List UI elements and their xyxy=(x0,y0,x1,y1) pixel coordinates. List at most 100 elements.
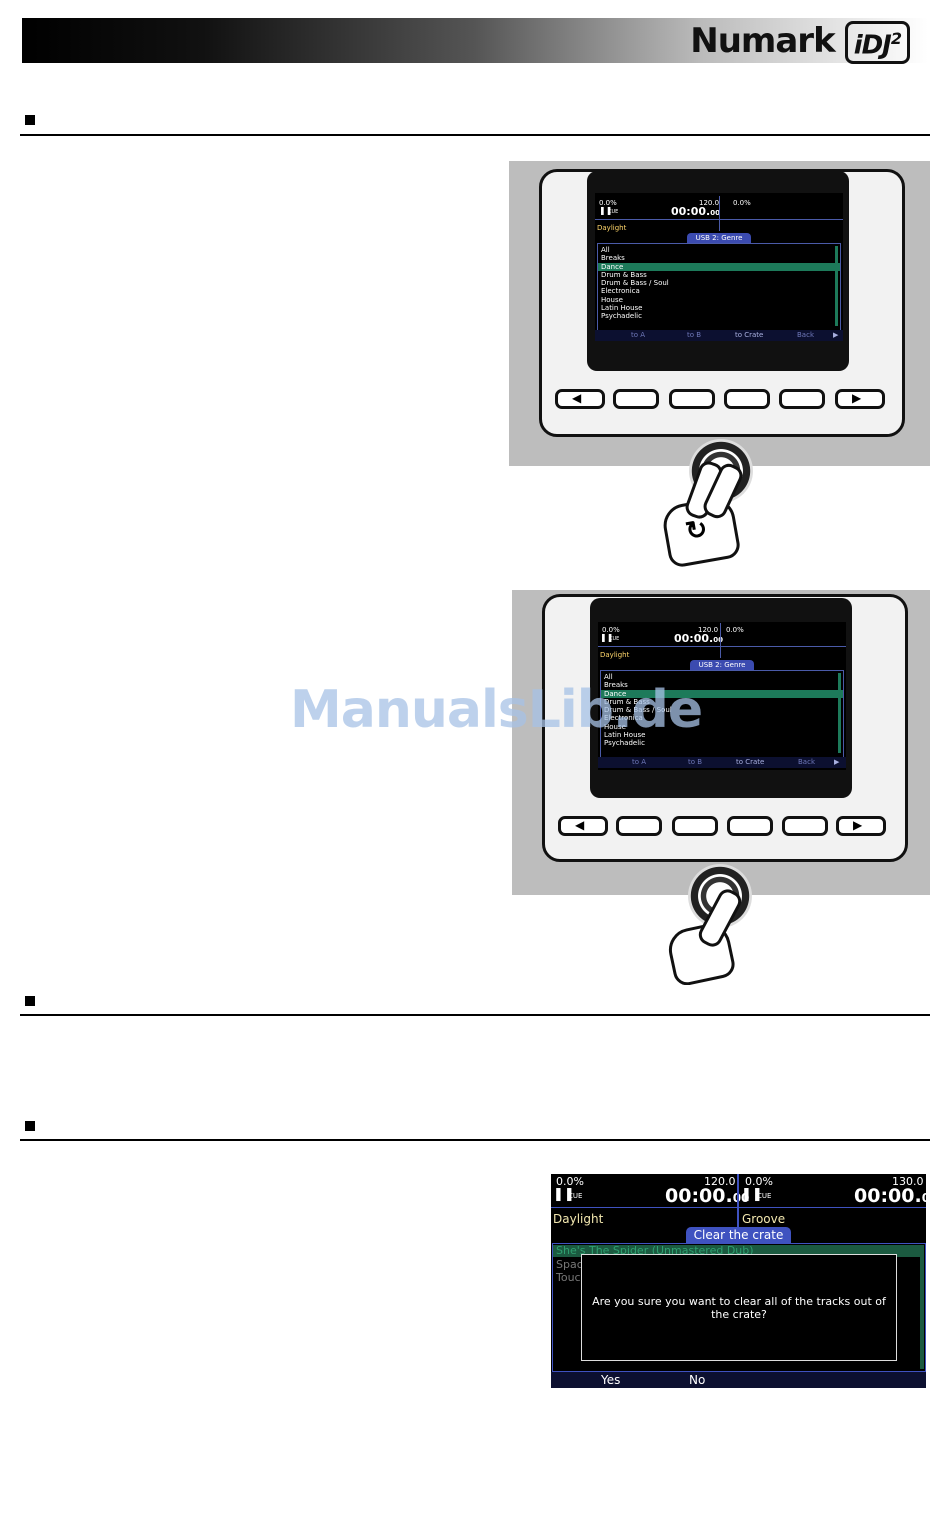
tab-usb-genre[interactable]: USB 2: Genre xyxy=(690,660,754,670)
softkey-to-crate[interactable]: to Crate xyxy=(735,331,764,339)
pause-icon-right: ❚❚ xyxy=(741,1187,763,1202)
genre-list[interactable]: All Breaks Dance Drum & Bass Drum & Bass… xyxy=(597,243,841,331)
bpm-right: 130.0 xyxy=(892,1175,924,1188)
soft-button-3[interactable] xyxy=(724,389,770,409)
model-name: iDJ xyxy=(853,30,892,61)
list-item[interactable]: Breaks xyxy=(604,681,628,690)
list-item[interactable]: All xyxy=(601,246,610,254)
list-item[interactable]: House xyxy=(601,295,623,304)
softkey-to-b[interactable]: to B xyxy=(687,331,702,339)
cue-label-right: CUE xyxy=(757,1192,772,1200)
softkey-bar: to A to B to Crate Back ▶ xyxy=(595,330,843,341)
deck-line xyxy=(551,1207,926,1208)
pitch-right: 0.0% xyxy=(733,199,751,207)
time-left-small: 00 xyxy=(732,1191,750,1205)
pitch-right: 0.0% xyxy=(745,1175,773,1188)
softkey-to-crate[interactable]: to Crate xyxy=(736,758,765,766)
deck-divider xyxy=(720,623,721,658)
time-main: 00:00. xyxy=(671,205,711,218)
right-arrow-button[interactable]: ▶ xyxy=(835,389,885,409)
scrollbar[interactable] xyxy=(835,246,838,326)
softkey-bar: to A to B to Crate Back ▶ xyxy=(598,757,846,768)
time-main: 00:00. xyxy=(674,632,714,645)
track-left: Daylight xyxy=(600,651,630,659)
watermark: ManualsLib.de xyxy=(290,680,703,740)
list-item[interactable]: Electronica xyxy=(604,714,643,723)
softkey-to-a[interactable]: to A xyxy=(631,331,646,339)
list-item-selected[interactable]: Dance xyxy=(598,262,840,271)
model-sup: 2 xyxy=(890,29,902,49)
section-rule xyxy=(20,1139,930,1141)
device-screen: 0.0% 120.0 0.0% ❚❚ CUE 00:00.00 Daylight… xyxy=(598,622,846,770)
softkey-to-a[interactable]: to A xyxy=(632,758,647,766)
list-item[interactable]: Latin House xyxy=(604,731,646,740)
clear-crate-screen: 0.0% 120.0 0.0% 130.0 ❚❚ CUE 00:00.00 ❚❚… xyxy=(551,1174,926,1388)
list-item[interactable]: Touc xyxy=(556,1271,581,1284)
list-item[interactable]: Drum & Bass xyxy=(604,697,650,706)
model-badge: iDJ2 xyxy=(844,21,910,64)
yes-button[interactable]: Yes xyxy=(601,1373,621,1387)
pause-icon: ❚❚ xyxy=(600,633,614,642)
pitch-right: 0.0% xyxy=(726,626,744,634)
no-button[interactable]: No xyxy=(689,1373,706,1387)
soft-button-1[interactable] xyxy=(616,816,662,836)
list-item[interactable]: Psychadelic xyxy=(601,312,642,321)
list-item[interactable]: Drum & Bass xyxy=(601,270,647,279)
tab-clear-crate[interactable]: Clear the crate xyxy=(686,1227,791,1243)
header-banner xyxy=(22,18,928,63)
softkey-to-b[interactable]: to B xyxy=(688,758,703,766)
softkey-back[interactable]: Back xyxy=(798,758,815,766)
right-arrow-button[interactable]: ▶ xyxy=(836,816,886,836)
pitch-left: 0.0% xyxy=(602,626,620,634)
deck-line xyxy=(595,219,843,220)
brand-name: Numark xyxy=(690,21,835,61)
confirm-dialog: Are you sure you want to clear all of th… xyxy=(581,1254,897,1361)
deck-line xyxy=(598,646,846,647)
softkey-back[interactable]: Back xyxy=(797,331,814,339)
list-item[interactable]: Spac xyxy=(556,1258,583,1271)
list-item[interactable]: House xyxy=(604,722,626,731)
list-item[interactable]: Psychadelic xyxy=(604,739,645,748)
scrollbar[interactable] xyxy=(920,1245,924,1369)
left-arrow-button[interactable]: ◀ xyxy=(555,389,605,409)
time-display: 00:00.00 xyxy=(671,205,720,218)
soft-button-2[interactable] xyxy=(669,389,715,409)
play-arrow-icon: ▶ xyxy=(833,331,839,339)
device-screen: 0.0% 120.0 0.0% ❚❚ CUE 00:00.00 Daylight… xyxy=(595,193,843,341)
time-left: 00:00.00 xyxy=(665,1185,749,1207)
time-right-main: 00:00. xyxy=(854,1185,922,1207)
softkey-bar: Yes No xyxy=(551,1372,926,1388)
section-marker xyxy=(25,1121,35,1131)
list-item[interactable]: Electronica xyxy=(601,287,640,296)
soft-button-2[interactable] xyxy=(672,816,718,836)
list-item[interactable]: Drum & Bass / Soul xyxy=(604,706,672,715)
soft-button-1[interactable] xyxy=(613,389,659,409)
left-arrow-button[interactable]: ◀ xyxy=(558,816,608,836)
list-item[interactable]: Drum & Bass / Soul xyxy=(601,279,669,288)
pitch-left: 0.0% xyxy=(556,1175,584,1188)
list-item[interactable]: Breaks xyxy=(601,254,625,263)
soft-button-4[interactable] xyxy=(782,816,828,836)
track-right: Groove xyxy=(742,1212,786,1226)
pause-icon: ❚❚ xyxy=(599,206,613,215)
bpm-left: 120.0 xyxy=(704,1175,736,1188)
cue-label-left: CUE xyxy=(568,1192,583,1200)
tab-usb-genre[interactable]: USB 2: Genre xyxy=(687,233,751,243)
time-display: 00:00.00 xyxy=(674,632,723,645)
list-item-selected[interactable]: Dance xyxy=(601,689,843,698)
left-arrow-icon: ◀ xyxy=(572,391,582,405)
soft-button-4[interactable] xyxy=(779,389,825,409)
section-rule xyxy=(20,1014,930,1016)
cue-label: CUE xyxy=(609,636,620,642)
section-marker xyxy=(25,996,35,1006)
scrollbar[interactable] xyxy=(838,673,841,753)
time-left-main: 00:00. xyxy=(665,1185,733,1207)
soft-button-3[interactable] xyxy=(727,816,773,836)
device-figure-2: 0.0% 120.0 0.0% ❚❚ CUE 00:00.00 Daylight… xyxy=(512,590,930,985)
track-left: Daylight xyxy=(597,224,627,232)
list-item[interactable]: All xyxy=(604,673,613,681)
bpm-left: 120.0 xyxy=(698,626,719,634)
list-item[interactable]: Latin House xyxy=(601,304,643,313)
track-left: Daylight xyxy=(553,1212,604,1226)
genre-list[interactable]: All Breaks Dance Drum & Bass Drum & Bass… xyxy=(600,670,844,758)
